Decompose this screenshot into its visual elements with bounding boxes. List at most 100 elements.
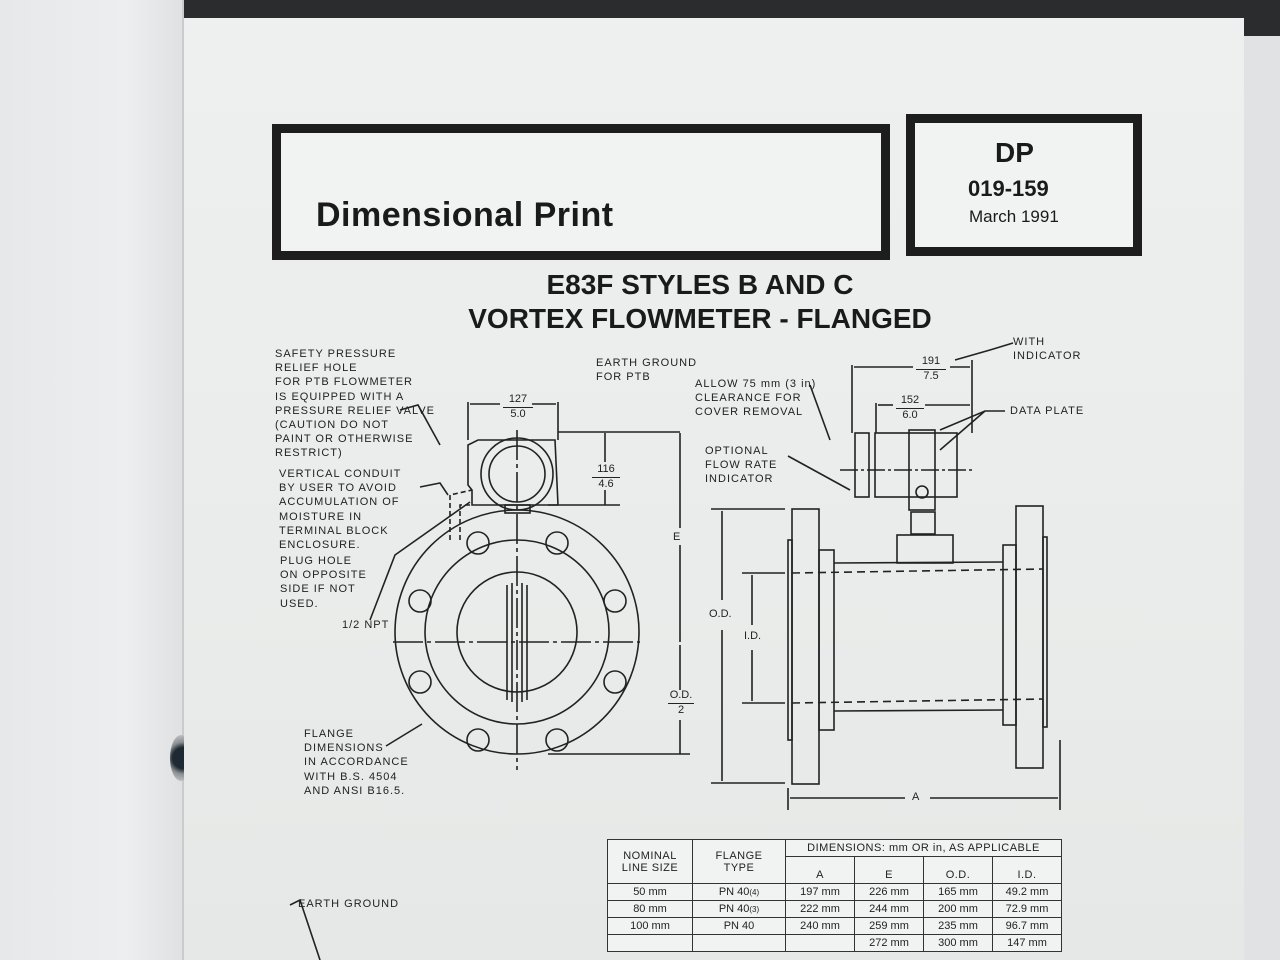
table-row: 80 mm PN 40(3) 222 mm 244 mm 200 mm 72.9… [607,900,1062,918]
cell-size [607,934,693,952]
table-header-row: NOMINAL LINE SIZE FLANGE TYPE DIMENSIONS… [607,839,1062,884]
cell-od: 235 mm [923,917,993,935]
dim-den: 2 [677,704,685,716]
dim-in: 7.5 [923,370,939,382]
th-id: I.D. [992,856,1062,884]
cell-id: 72.9 mm [992,900,1062,918]
note-line: OPTIONAL [705,445,769,457]
cell-e: 259 mm [854,917,924,935]
note-earth-ground: EARTH GROUND [298,898,400,910]
table-row: 272 mm 300 mm 147 mm [607,934,1062,952]
dp-number: 019-159 [968,176,1049,201]
th-dimensions-group: DIMENSIONS: mm OR in, AS APPLICABLE [785,839,1062,857]
note-line: FOR PTB FLOWMETER [275,376,413,389]
page-title-line2: VORTEX FLOWMETER - FLANGED [468,303,932,334]
note-vertical-conduit: VERTICAL CONDUIT BY USER TO AVOID ACCUMU… [279,467,401,552]
note-line: AND ANSI B16.5. [304,784,406,797]
note-flange-dimensions: FLANGE DIMENSIONS IN ACCORDANCE WITH B.S… [304,727,409,798]
note-earth-ground-ptb: EARTH GROUND FOR PTB [596,356,697,384]
note-line: FLANGE [304,728,355,740]
flange-type: PN 40 [718,903,750,915]
front-view [369,402,690,770]
note-with-indicator: WITH INDICATOR [1013,335,1082,363]
table-subheader-row: A E O.D. I.D. [608,856,1062,884]
th-e: E [854,856,924,884]
cell-e: 226 mm [854,883,924,901]
dim-num: O.D. [668,689,694,704]
note-line: SAFETY PRESSURE [275,348,397,360]
note-line: COVER REMOVAL [695,406,804,419]
cell-e: 244 mm [854,900,924,918]
note-line: VERTICAL CONDUIT [279,468,402,480]
cell-flange [692,934,786,952]
cell-size: 80 mm [607,900,693,918]
dim-housing-height: 116 4.6 [592,463,620,491]
note-line: PLUG HOLE [280,555,352,567]
note-line: INDICATOR [1013,350,1082,363]
cell-a: 222 mm [785,900,855,918]
next-page-edge [1238,36,1280,960]
document-type-title: Dimensional Print [316,196,614,234]
note-line: USED. [280,597,319,610]
note-optional-indicator: OPTIONAL FLOW RATE INDICATOR [705,444,777,487]
note-line: PRESSURE RELIEF VALVE [275,404,435,417]
cell-a: 197 mm [785,883,855,901]
note-line: SIDE IF NOT [280,583,356,596]
previous-page [0,0,184,960]
note-line: FLOW RATE [705,459,778,472]
dp-code: DP [995,137,1034,168]
dim-mm: 152 [896,394,924,409]
note-line: TERMINAL BLOCK [279,524,389,537]
cell-e: 272 mm [854,934,924,952]
cell-od: 165 mm [923,883,993,901]
note-line: DIMENSIONS [304,742,384,755]
note-line: CLEARANCE FOR [695,392,802,405]
cell-size: 100 mm [607,917,693,935]
note-data-plate: DATA PLATE [1010,405,1085,417]
flange-type: PN 40 [718,886,750,898]
cell-od: 300 mm [923,934,993,952]
note-line: RESTRICT) [275,447,343,460]
cell-id: 49.2 mm [992,883,1062,901]
note-line: (CAUTION DO NOT [275,419,389,432]
note-safety-relief: SAFETY PRESSURE RELIEF HOLE FOR PTB FLOW… [275,347,435,461]
dim-a-label: A [912,791,920,803]
table-row: 100 mm PN 40 240 mm 259 mm 235 mm 96.7 m… [607,917,1062,935]
flange-type: PN 40 [723,920,755,932]
dim-mm: 127 [503,393,533,408]
title-box [272,124,890,260]
dim-e-label: E [673,531,681,543]
dim-mm: 191 [916,355,946,370]
note-npt: 1/2 NPT [342,619,390,631]
dim-od-half: O.D. 2 [668,689,694,717]
cell-size: 50 mm [607,883,693,901]
dim-without-indicator: 152 6.0 [896,394,924,422]
note-line: BY USER TO AVOID [279,482,397,495]
dim-in: 6.0 [902,409,918,421]
cell-id: 147 mm [992,934,1062,952]
cell-a [785,934,855,952]
cell-flange: PN 40(3) [692,900,786,918]
dim-od-label: O.D. [709,608,732,620]
note-line: IN ACCORDANCE [304,756,409,769]
th-nominal: NOMINAL LINE SIZE [607,839,693,884]
dim-mm: 116 [592,463,620,478]
note-line: WITH B.S. 4504 [304,770,398,783]
dp-date: March 1991 [969,207,1059,226]
th-flange: FLANGE TYPE [692,839,786,884]
cell-flange: PN 40(4) [692,883,786,901]
note-line: ON OPPOSITE [280,569,367,582]
dim-with-indicator: 191 7.5 [916,355,946,383]
page-title-line1: E83F STYLES B AND C [546,269,854,300]
note-line: INDICATOR [705,473,774,486]
dp-box [906,114,1142,256]
note-line: ALLOW 75 mm (3 in) [695,378,817,390]
footnote: (3) [749,905,760,914]
footnote: (4) [749,888,760,897]
note-line: PAINT OR OTHERWISE [275,433,414,446]
dim-in: 5.0 [510,408,526,420]
cell-id: 96.7 mm [992,917,1062,935]
note-line: FOR PTB [596,371,651,384]
cell-flange: PN 40 [692,917,786,935]
